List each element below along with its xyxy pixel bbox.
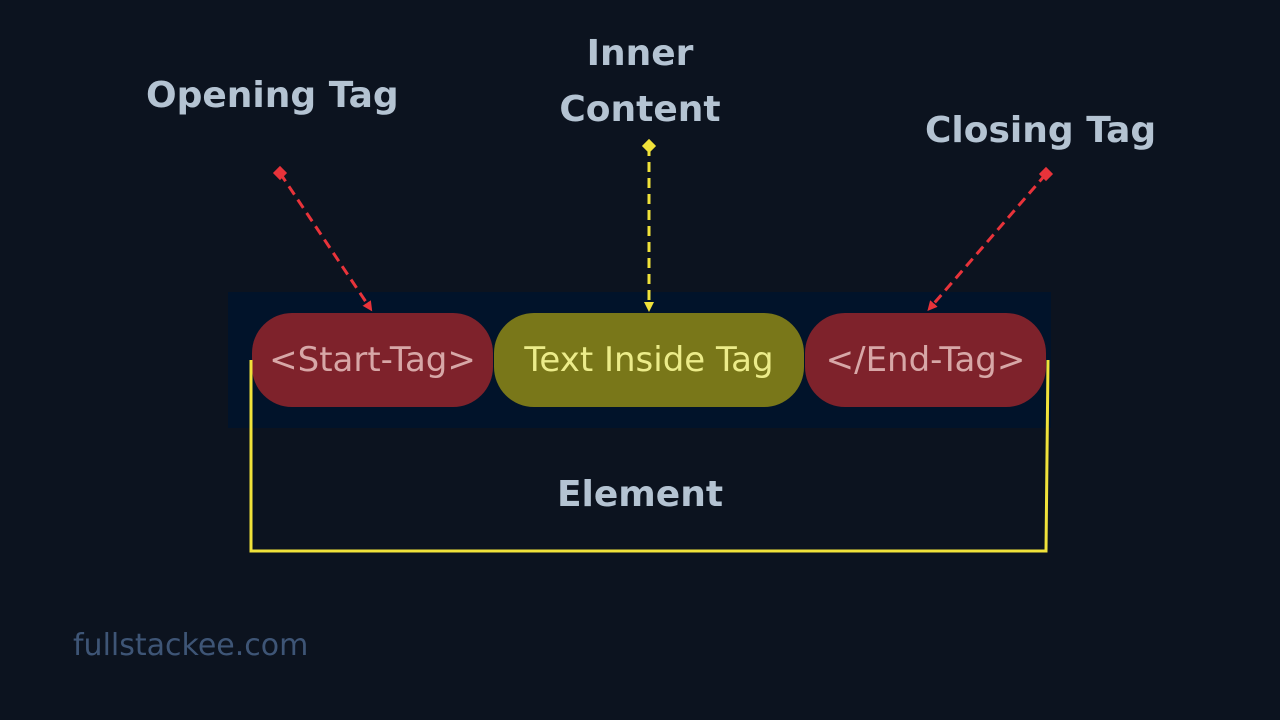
inner-content-label: Inner Content <box>540 26 740 138</box>
inner-content-arrow <box>641 138 657 312</box>
element-label: Element <box>556 474 724 515</box>
inner-content-label-line1: Inner <box>586 33 694 74</box>
opening-tag-label: Opening Tag <box>146 75 399 116</box>
opening-tag-arrow <box>272 165 373 312</box>
inner-text-pill: Text Inside Tag <box>494 313 804 407</box>
closing-tag-label: Closing Tag <box>925 110 1157 151</box>
start-tag-pill: <Start-Tag> <box>252 313 493 407</box>
end-tag-pill: </End-Tag> <box>805 313 1046 407</box>
end-tag-text: </End-Tag> <box>825 340 1026 380</box>
inner-content-label-line2: Content <box>559 89 721 130</box>
watermark-text: fullstackee.com <box>73 628 309 663</box>
start-tag-text: <Start-Tag> <box>269 340 476 380</box>
inner-text: Text Inside Tag <box>524 340 774 380</box>
closing-tag-arrow <box>927 166 1054 312</box>
